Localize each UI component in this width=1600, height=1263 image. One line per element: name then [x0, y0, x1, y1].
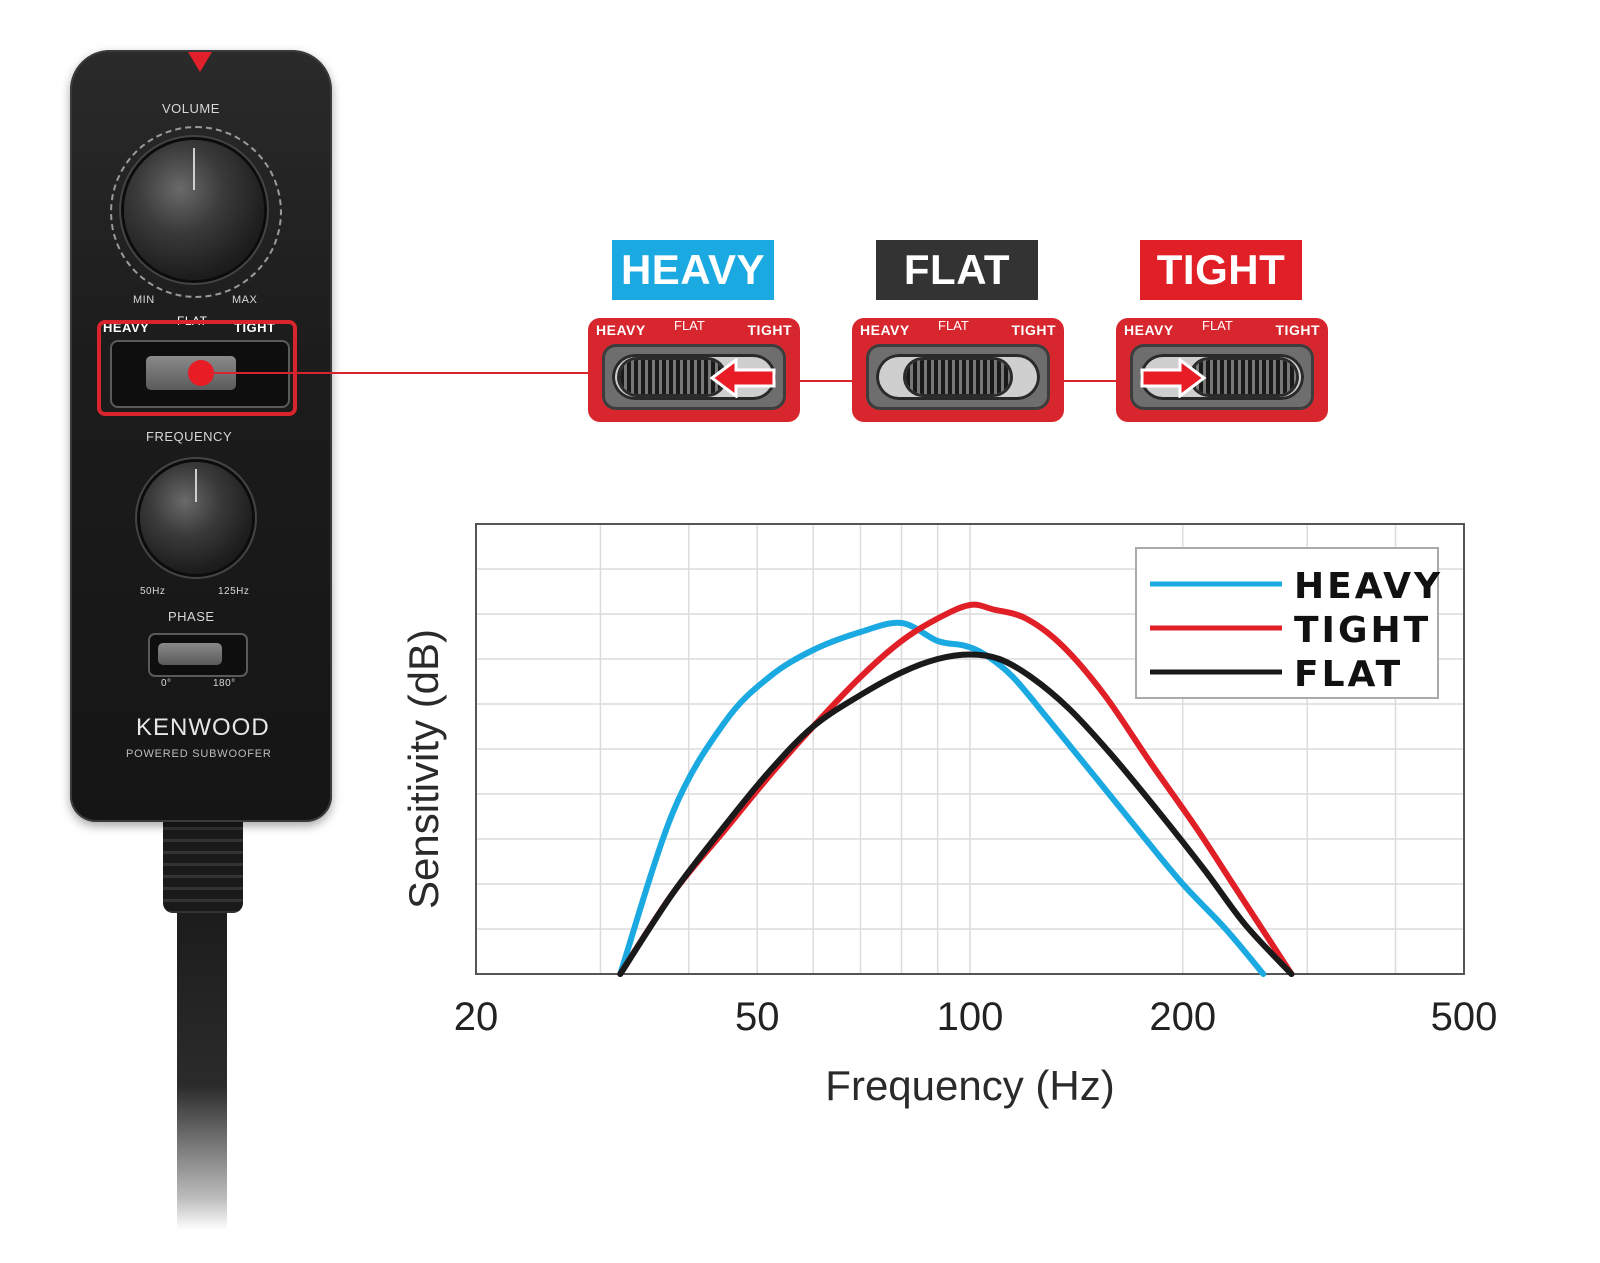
- switch-grip: [1192, 360, 1296, 394]
- x-tick-label: 500: [1431, 995, 1498, 1039]
- switch-tight-label: TIGHT: [1275, 322, 1320, 338]
- bass-mode-highlight: [97, 320, 297, 416]
- phase-switch-thumb[interactable]: [158, 643, 222, 665]
- top-marker-icon: [188, 52, 212, 72]
- volume-min-label: MIN: [133, 294, 155, 306]
- volume-knob[interactable]: [124, 140, 264, 280]
- phase-0-label: 0°: [161, 678, 172, 689]
- volume-max-label: MAX: [232, 294, 258, 306]
- switch-grip: [906, 360, 1010, 394]
- subwoofer-remote: VOLUME MIN MAX HEAVY FLAT TIGHT FREQUENC…: [0, 0, 360, 1263]
- volume-label: VOLUME: [162, 101, 220, 116]
- switch-tight-label: TIGHT: [1011, 322, 1056, 338]
- x-tick-label: 100: [937, 995, 1004, 1039]
- phase-label: PHASE: [168, 609, 215, 624]
- mode-title-heavy: HEAVY: [612, 240, 774, 300]
- series-line-tight: [617, 601, 1295, 977]
- frequency-low-label: 50Hz: [140, 586, 166, 597]
- switch-well: [866, 344, 1050, 410]
- switch-heavy-label: HEAVY: [596, 322, 646, 338]
- switch-tight-label: TIGHT: [747, 322, 792, 338]
- brand-logo: KENWOOD: [136, 714, 270, 741]
- switch-panel-flat: HEAVY FLAT TIGHT: [852, 318, 1064, 422]
- series-line-heavy: [617, 619, 1267, 977]
- phase-switch-slot: [148, 633, 248, 677]
- phase-180-label: 180°: [213, 678, 236, 689]
- plot-frame: [475, 523, 1465, 975]
- x-axis-label: Frequency (Hz): [825, 1062, 1114, 1109]
- cable-strain-relief: [163, 818, 243, 913]
- frequency-knob[interactable]: [140, 462, 252, 574]
- switch-flat-label: FLAT: [674, 318, 705, 333]
- panel-link-line-1: [795, 380, 855, 382]
- x-tick-label: 20: [454, 995, 499, 1039]
- frequency-label: FREQUENCY: [146, 429, 233, 444]
- remote-cable: [177, 910, 227, 1230]
- chart-series: [617, 601, 1295, 977]
- product-name: POWERED SUBWOOFER: [126, 748, 272, 760]
- mode-title-tight: TIGHT: [1140, 240, 1302, 300]
- mode-title-flat: FLAT: [876, 240, 1038, 300]
- frequency-response-chart: 20 50 100 200 500 Frequency (Hz) Sensitivity…: [400, 523, 1498, 1109]
- switch-heavy-label: HEAVY: [860, 322, 910, 338]
- bass-mode-pointer-dot: [188, 360, 214, 386]
- volume-scale-ticks: [110, 126, 282, 298]
- frequency-knob-indicator: [195, 468, 197, 503]
- frequency-high-label: 125Hz: [218, 586, 250, 597]
- switch-flat-label: FLAT: [1202, 318, 1233, 333]
- x-tick-label: 200: [1149, 995, 1216, 1039]
- switch-track: [612, 354, 776, 400]
- panel-link-line-2: [1060, 380, 1120, 382]
- volume-knob-indicator: [193, 148, 195, 191]
- y-axis-label: Sensitivity (dB): [400, 629, 447, 909]
- switch-heavy-label: HEAVY: [1124, 322, 1174, 338]
- switch-grip: [620, 360, 724, 394]
- arrow-right-icon: [1140, 358, 1207, 398]
- x-tick-labels: 20 50 100 200 500: [454, 995, 1498, 1039]
- series-line-flat: [617, 651, 1295, 977]
- legend-label-tight: TIGHT: [1294, 610, 1431, 651]
- switch-track: [876, 354, 1040, 400]
- legend-label-flat: FLAT: [1294, 654, 1403, 695]
- bass-mode-switch-slot: [110, 340, 290, 408]
- arrow-left-icon: [709, 358, 776, 398]
- pointer-line: [210, 372, 600, 374]
- switch-flat-label: FLAT: [938, 318, 969, 333]
- switch-panel-heavy: HEAVY FLAT TIGHT: [588, 318, 800, 422]
- x-tick-label: 50: [735, 995, 780, 1039]
- legend-label-heavy: HEAVY: [1294, 566, 1443, 607]
- switch-panel-tight: HEAVY FLAT TIGHT: [1116, 318, 1328, 422]
